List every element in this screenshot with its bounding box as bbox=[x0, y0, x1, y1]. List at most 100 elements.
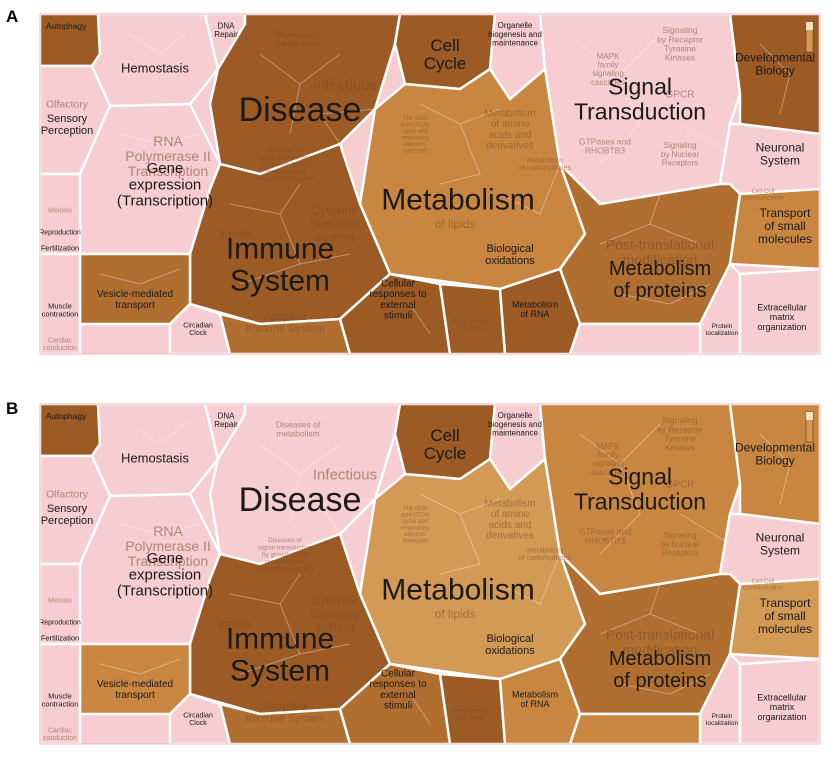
label-innate-sub: Innate bbox=[218, 617, 252, 631]
label-met-lipids-sub: of lipids bbox=[435, 607, 476, 621]
panel-frame bbox=[39, 403, 821, 745]
texture-line bbox=[279, 213, 351, 265]
texture-line bbox=[679, 123, 731, 155]
label-disease: Disease bbox=[239, 481, 362, 519]
texture-line bbox=[649, 193, 661, 225]
texture-line bbox=[439, 513, 481, 575]
label-meiosis-sub: Meiosis bbox=[48, 207, 72, 214]
texture-line bbox=[409, 303, 431, 335]
texture-line bbox=[259, 53, 341, 85]
texture-line bbox=[229, 573, 301, 605]
texture-line bbox=[99, 268, 181, 285]
texture-line bbox=[599, 613, 701, 635]
texture-line bbox=[259, 443, 341, 475]
cell-metabolism[interactable] bbox=[358, 456, 587, 681]
label-autophagy: Autophagy bbox=[46, 411, 87, 421]
texture-line bbox=[319, 498, 376, 535]
texture-line bbox=[129, 28, 191, 55]
texture-line bbox=[419, 103, 501, 125]
texture-line bbox=[419, 493, 501, 515]
texture-line bbox=[99, 658, 181, 675]
texture-line bbox=[239, 653, 301, 675]
label-infectious-sub: Infectious bbox=[313, 76, 377, 93]
label-reproduction: Reproduction bbox=[39, 619, 81, 626]
cell-metabolism[interactable] bbox=[358, 66, 587, 291]
cell-dim-strip[interactable] bbox=[568, 322, 702, 356]
label-olfactory-sub: Olfactory bbox=[46, 489, 89, 501]
texture-line bbox=[599, 463, 641, 555]
texture-line bbox=[289, 83, 301, 135]
texture-line bbox=[239, 263, 301, 285]
texture-line bbox=[129, 418, 191, 445]
texture-line bbox=[439, 123, 481, 185]
panel-frame bbox=[39, 13, 821, 355]
color-legend-bar-top bbox=[806, 22, 813, 30]
cell-dim-strip[interactable] bbox=[568, 712, 702, 746]
label-disease: Disease bbox=[239, 91, 362, 129]
texture-line bbox=[119, 133, 201, 145]
label-infectious-sub: Infectious bbox=[313, 466, 377, 483]
texture-line bbox=[759, 43, 791, 115]
label-autophagy: Autophagy bbox=[46, 21, 87, 31]
texture-line bbox=[279, 603, 351, 655]
texture-line bbox=[409, 693, 431, 725]
label-olfactory-sub: Olfactory bbox=[46, 99, 89, 111]
texture-line bbox=[619, 283, 711, 305]
label-metabolism: Metabolism bbox=[381, 574, 534, 607]
texture-line bbox=[599, 223, 701, 245]
texture-line bbox=[599, 73, 641, 165]
label-metabolism: Metabolism bbox=[381, 184, 534, 217]
label-fertilization: Fertilization bbox=[41, 244, 79, 253]
